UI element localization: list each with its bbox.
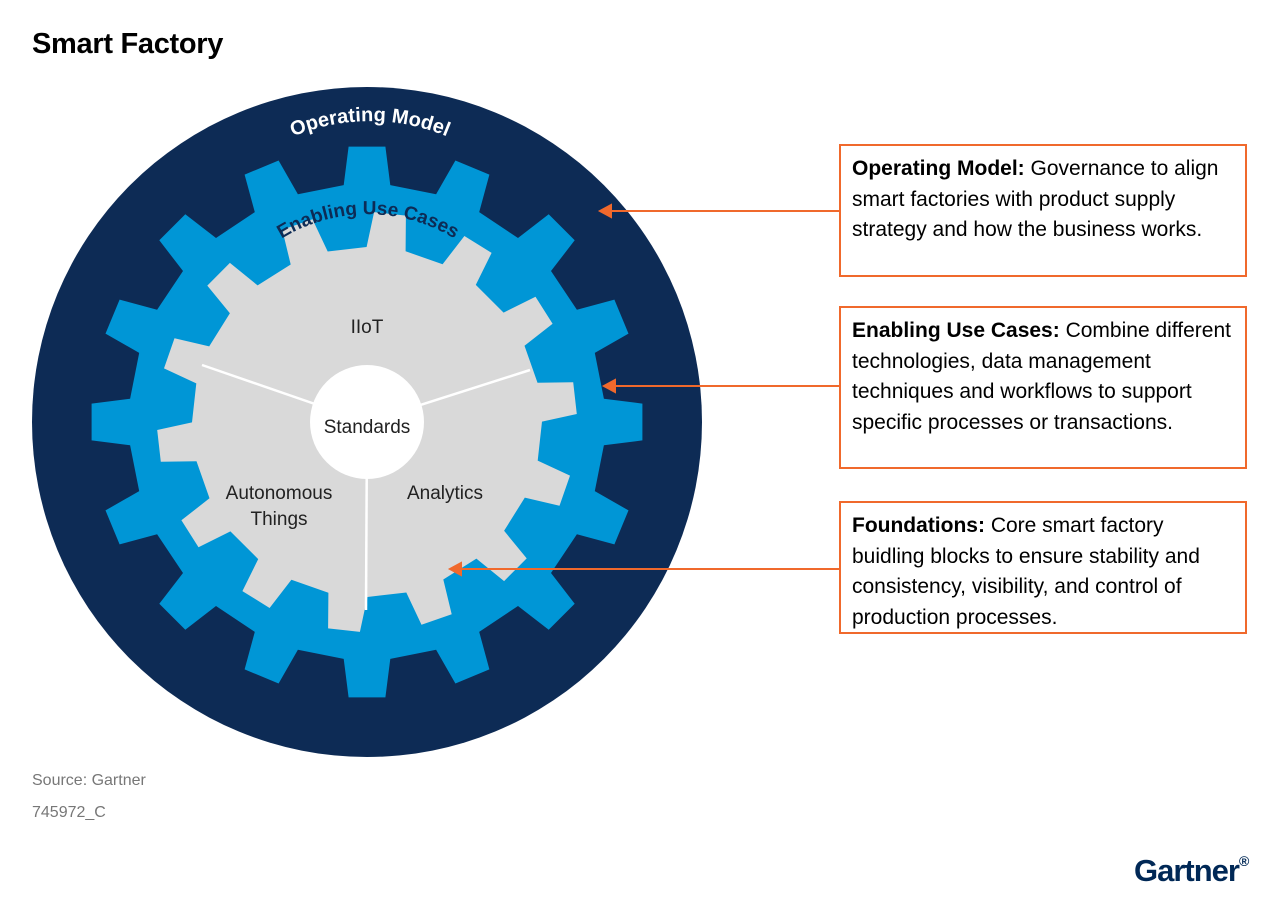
document-id: 745972_C bbox=[32, 804, 106, 821]
callout-enabling-use-cases: Enabling Use Cases: Combine different te… bbox=[839, 306, 1247, 469]
center-label-standards: Standards bbox=[324, 417, 411, 438]
callout-body: Governance to align smart factories with… bbox=[852, 157, 1219, 241]
callout-heading: Operating Model: bbox=[852, 157, 1025, 180]
callout-connectors bbox=[447, 203, 839, 577]
source-note: Source: Gartner bbox=[32, 772, 146, 789]
callout-body: Combine different technologies, data man… bbox=[852, 319, 1231, 434]
segment-label-iiot: IIoT bbox=[351, 317, 384, 338]
page-title: Smart Factory bbox=[32, 28, 224, 60]
segment-label-line: Autonomous bbox=[226, 483, 333, 504]
callout-heading: Foundations: bbox=[852, 514, 985, 537]
gartner-logo: Gartner® bbox=[1134, 853, 1249, 888]
standards-center-circle bbox=[310, 365, 424, 479]
callout-operating-model: Operating Model: Governance to align sma… bbox=[839, 144, 1247, 277]
callout-heading: Enabling Use Cases: bbox=[852, 319, 1060, 342]
callout-foundations: Foundations: Core smart factory buidling… bbox=[839, 501, 1247, 634]
segment-label-analytics: Analytics bbox=[407, 483, 483, 504]
callout-body: Core smart factory buidling blocks to en… bbox=[852, 514, 1200, 629]
segment-label-line: Things bbox=[250, 509, 307, 530]
